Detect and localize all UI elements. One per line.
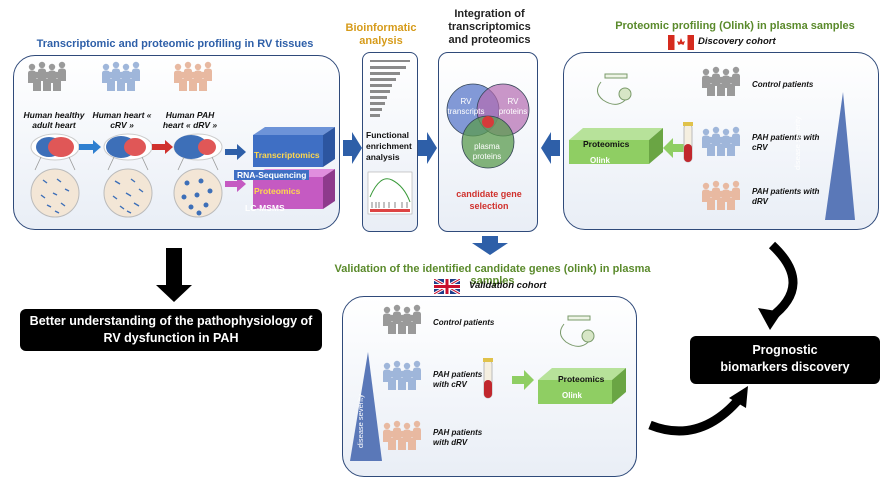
- group-label-drv: Human PAH heart « dRV »: [162, 110, 218, 130]
- proteomics-box: [253, 169, 335, 209]
- bioinformatic-art: [367, 60, 413, 215]
- tissue-panel-art: [28, 61, 335, 218]
- transcriptomics-label: Transcriptomics: [254, 150, 320, 160]
- validation-drv-label: PAH patients with dRV: [433, 428, 483, 447]
- bioinformatic-title: Bioinformatic analysis: [345, 22, 417, 47]
- healthy-heart-icon: [30, 133, 80, 161]
- curved-arrow-discovery-to-biomarkers: [767, 241, 798, 322]
- venn-label-rv-transcripts: RV transcripts: [447, 97, 485, 116]
- drv-tissue-icon: [173, 168, 223, 218]
- validation-severity-triangle: [350, 352, 382, 461]
- crv-tissue-icon: [103, 168, 153, 218]
- healthy-tissue-icon: [30, 168, 80, 218]
- venn-label-rv-proteins: RV proteins: [498, 97, 528, 116]
- integration-title: Integration of transcriptomics and prote…: [448, 8, 531, 46]
- validation-proteomics-label: Proteomics: [558, 374, 605, 384]
- arrow-to-proteomics: [225, 176, 246, 192]
- arrow-bioinfo-to-integration: [418, 132, 437, 164]
- gsea-plot-icon: [367, 171, 413, 215]
- validation-olink-label: Olink: [562, 391, 583, 400]
- arrow-healthy-to-crv: [79, 140, 101, 154]
- discovery-cohort-label: Discovery cohort: [698, 36, 776, 47]
- validation-cohort-label: Validation cohort: [469, 280, 547, 291]
- venn-label-plasma-proteins: plasma proteins: [472, 142, 502, 161]
- discovery-crv-label: PAH patients with cRV: [752, 133, 820, 152]
- olink-device-icon: [597, 73, 632, 105]
- drv-heart-icon: [173, 133, 223, 161]
- arrow-samples-to-proteomics: [663, 138, 687, 158]
- candidate-gene-selection-label: candidate gene selection: [456, 189, 522, 211]
- discovery-art: [569, 66, 855, 220]
- transcriptomics-box: [253, 127, 335, 167]
- arrow-to-transcriptomics: [225, 144, 246, 160]
- validation-severity-label: disease severity: [356, 394, 365, 448]
- venn-diagram: [446, 83, 530, 169]
- proteomics-label: Proteomics: [254, 186, 301, 196]
- arrow-tissue-to-bioinfo: [343, 132, 362, 164]
- validation-olink-device-icon: [560, 315, 595, 347]
- drv-people-icon: [174, 61, 212, 91]
- arrow-discovery-to-integration: [541, 132, 560, 164]
- discovery-drv-label: PAH patients with dRV: [752, 187, 820, 206]
- validation-blood-tube-icon: [483, 358, 493, 399]
- discovery-olink-label: Olink: [590, 156, 611, 165]
- validation-crv-people-icon: [383, 360, 421, 390]
- validation-title: Validation of the identified candidate g…: [334, 263, 651, 287]
- arrow-to-understanding: [156, 248, 192, 302]
- canada-flag-icon: [668, 35, 694, 50]
- uk-flag-icon: [434, 279, 460, 294]
- healthy-people-icon: [28, 61, 66, 91]
- validation-control-label: Control patients: [433, 318, 495, 327]
- functional-enrichment-label: Functional enrichment analysis: [366, 130, 412, 162]
- enrichment-bar-chart-icon: [370, 60, 410, 117]
- discovery-control-label: Control patients: [752, 80, 814, 89]
- discovery-severity-label: disease severity: [793, 116, 802, 170]
- drv-patients-icon: [702, 180, 740, 210]
- crv-people-icon: [102, 61, 140, 91]
- venn-intersection: [482, 116, 494, 128]
- validation-crv-label: PAH patients with cRV: [433, 370, 483, 389]
- prognostic-biomarkers-box: Prognostic biomarkers discovery: [690, 336, 880, 384]
- discovery-proteomics-label: Proteomics: [583, 139, 630, 149]
- arrow-crv-to-drv: [152, 140, 173, 154]
- validation-art: [350, 304, 626, 461]
- disease-severity-triangle: [825, 92, 855, 220]
- validation-proteomics-box: [538, 368, 626, 404]
- validation-drv-people-icon: [383, 420, 421, 450]
- discovery-proteomics-box: [569, 128, 663, 164]
- crv-heart-icon: [103, 133, 153, 161]
- group-label-crv: Human heart « cRV »: [92, 110, 152, 130]
- curved-arrow-validation-to-biomarkers: [648, 395, 744, 436]
- arrow-integration-down: [472, 236, 508, 255]
- tissue-panel-title: Transcriptomic and proteomic profiling i…: [36, 38, 314, 50]
- crv-patients-icon: [702, 126, 740, 156]
- arrow-validation-samples-to-proteomics: [512, 370, 534, 390]
- validation-control-people-icon: [383, 304, 421, 334]
- group-label-healthy: Human healthy adult heart: [23, 110, 85, 130]
- discovery-title: Proteomic profiling (Olink) in plasma sa…: [615, 20, 855, 32]
- better-understanding-box: Better understanding of the pathophysiol…: [20, 309, 322, 351]
- lcmsms-label: LC-MSMS: [245, 203, 285, 213]
- rna-seq-label: RNA-Sequencing: [234, 170, 310, 180]
- control-people-icon: [702, 66, 740, 96]
- blood-tube-icon: [683, 122, 693, 163]
